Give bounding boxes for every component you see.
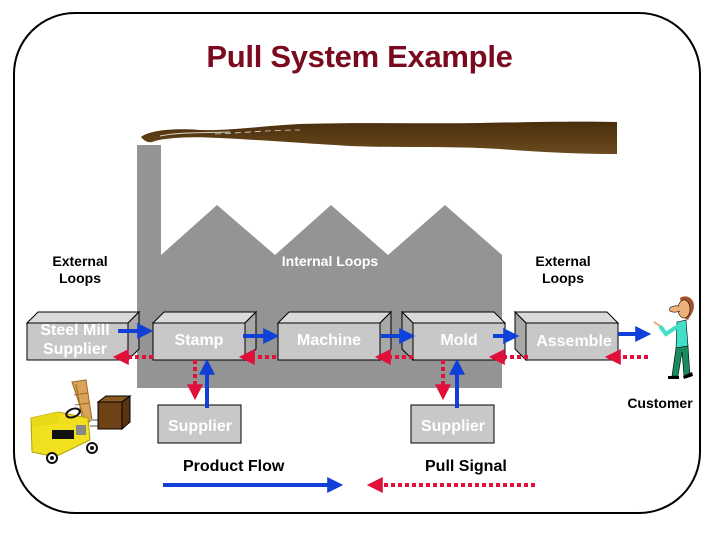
legend-pull-signal-label: Pull Signal xyxy=(425,458,507,475)
box-label-steel-mill-line2: Supplier xyxy=(42,341,107,358)
loop-label-external-right: External Loops xyxy=(535,253,591,286)
box-label-steel-mill-line1: Steel Mill xyxy=(40,322,110,339)
box-label-mold: Mold xyxy=(440,332,478,349)
box-top-face xyxy=(400,311,507,324)
box-label-stamp: Stamp xyxy=(174,332,224,349)
person-pointing-icon xyxy=(653,296,694,379)
customer-label: Customer xyxy=(627,395,693,411)
box-front-face xyxy=(152,322,246,361)
process-box-steel-mill[interactable] xyxy=(25,310,141,362)
loop-label-external-left: External Loops xyxy=(52,253,108,286)
box-front-face xyxy=(525,322,619,361)
supplier-label-stamp: Supplier xyxy=(167,418,232,435)
box-front-face xyxy=(26,322,129,361)
box-top-face xyxy=(513,311,620,324)
slide-frame xyxy=(13,12,701,514)
box-top-face xyxy=(276,311,393,324)
loop-label-internal: Internal Loops xyxy=(281,253,379,269)
product-flow-arrows xyxy=(118,323,652,408)
legend-product-flow-label: Product Flow xyxy=(183,458,285,475)
supplier-label-mold: Supplier xyxy=(420,418,485,435)
mold-supplier-box[interactable] xyxy=(410,404,495,444)
stamp-supplier-box[interactable] xyxy=(157,404,242,444)
forklift-icon xyxy=(30,379,100,464)
box-front-face xyxy=(277,322,381,361)
box-label-machine: Machine xyxy=(296,332,361,349)
process-box-machine[interactable] xyxy=(276,310,393,362)
box-top-face xyxy=(151,311,258,324)
crate-icon xyxy=(96,395,132,431)
page-title: Pull System Example xyxy=(206,39,513,74)
box-label-assemble: Assemble xyxy=(536,333,612,350)
box-label-steel-mill: Steel Mill Supplier xyxy=(27,321,123,359)
pull-signal-arrows xyxy=(112,349,648,401)
smoke-icon xyxy=(141,121,617,154)
process-box-assemble[interactable] xyxy=(513,310,620,362)
